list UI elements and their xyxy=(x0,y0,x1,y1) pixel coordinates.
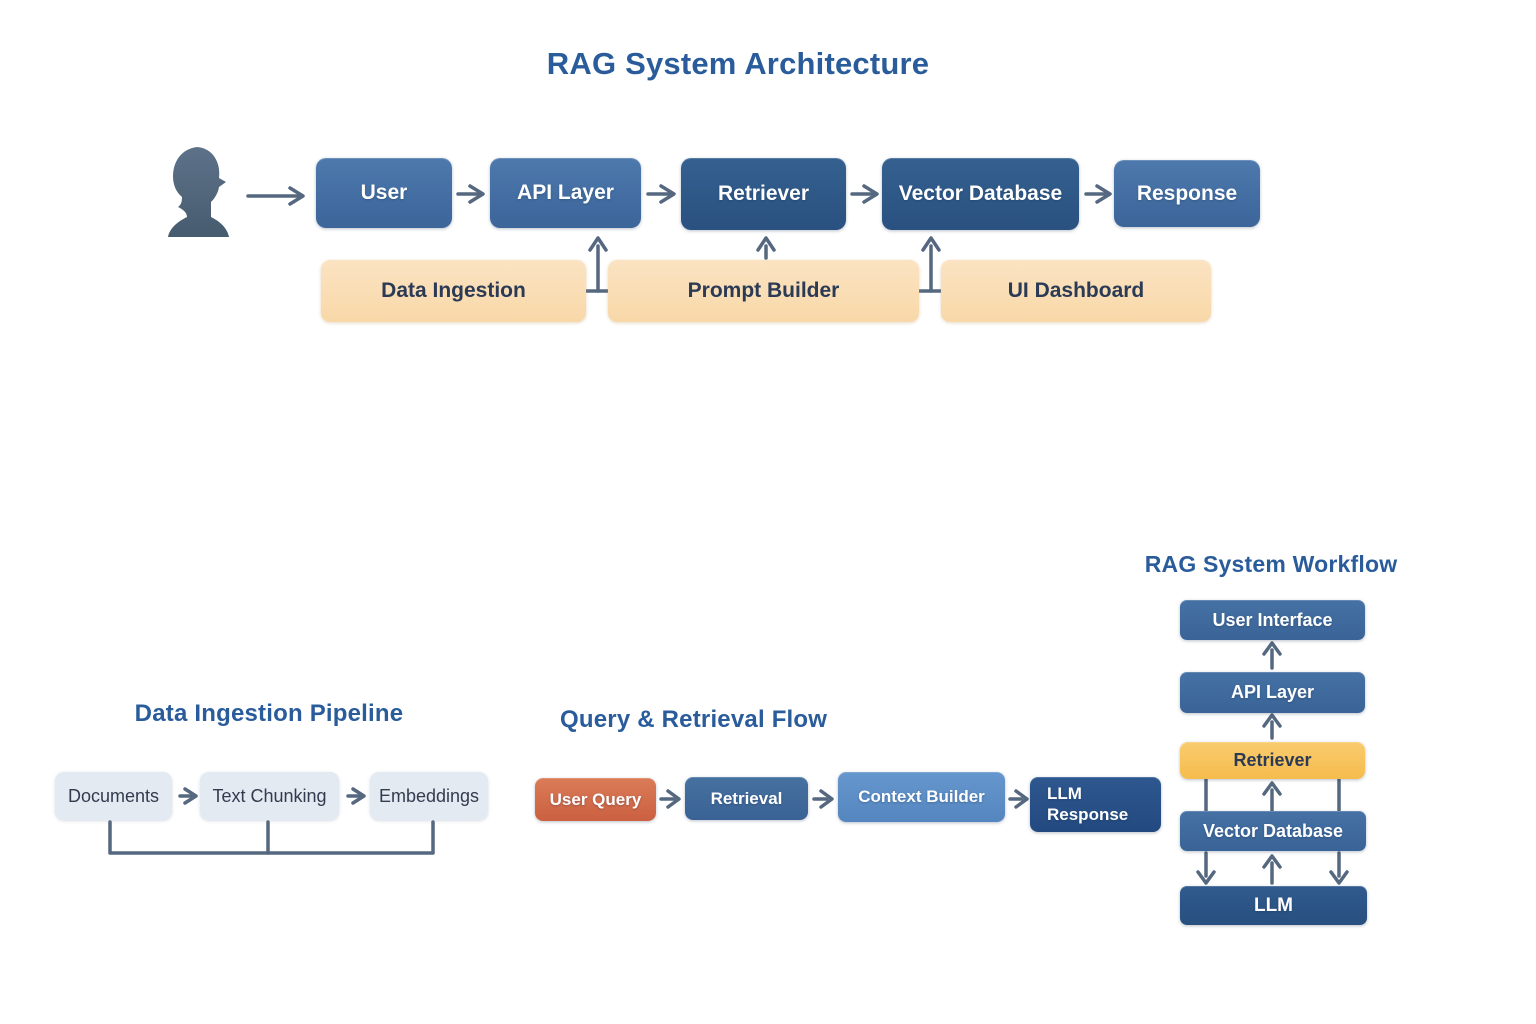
flow-node-api-layer-label: API Layer xyxy=(517,181,614,204)
flow-node-vector-database: Vector Database xyxy=(882,158,1079,230)
support-node-prompt-builder: Prompt Builder xyxy=(608,260,919,322)
pipeline-node-embeddings-label: Embeddings xyxy=(378,785,480,806)
person-silhouette-icon xyxy=(166,146,240,238)
workflow-node-vector-database: Vector Database xyxy=(1180,811,1366,851)
workflow-node-vector-database-label: Vector Database xyxy=(1202,820,1344,841)
flow-node-vector-database-label: Vector Database xyxy=(898,182,1063,205)
query-node-llm-response: LLM Response xyxy=(1030,777,1161,832)
support-node-ui-dashboard: UI Dashboard xyxy=(941,260,1211,322)
flow-node-retriever-label: Retriever xyxy=(717,182,810,205)
workflow-node-llm: LLM xyxy=(1180,886,1367,925)
support-node-ui-dashboard-label: UI Dashboard xyxy=(1007,279,1145,302)
support-node-prompt-builder-label: Prompt Builder xyxy=(687,279,840,302)
pipeline-node-documents-label: Documents xyxy=(67,785,160,806)
workflow-node-user-interface: User Interface xyxy=(1180,600,1365,640)
workflow-node-api-layer-label: API Layer xyxy=(1230,682,1315,702)
pipeline-node-documents: Documents xyxy=(55,772,172,820)
query-node-retrieval-label: Retrieval xyxy=(710,788,783,808)
workflow-node-user-interface-label: User Interface xyxy=(1212,609,1333,630)
query-node-context-builder: Context Builder xyxy=(838,772,1005,822)
flow-node-user-label: User xyxy=(360,181,408,204)
query-node-retrieval: Retrieval xyxy=(685,777,808,820)
pipeline-title: Data Ingestion Pipeline xyxy=(134,700,404,727)
pipeline-node-embeddings: Embeddings xyxy=(370,772,488,820)
flow-node-api-layer: API Layer xyxy=(490,158,641,228)
pipeline-node-text-chunking: Text Chunking xyxy=(200,772,339,820)
support-node-data-ingestion-label: Data Ingestion xyxy=(381,279,526,302)
flow-node-response-label: Response xyxy=(1136,181,1238,205)
workflow-node-llm-label: LLM xyxy=(1253,894,1294,916)
workflow-title: RAG System Workflow xyxy=(1144,551,1398,577)
query-node-llm-response-line2: Response xyxy=(1047,804,1129,824)
page-title: RAG System Architecture xyxy=(546,46,930,81)
workflow-node-api-layer: API Layer xyxy=(1180,672,1365,713)
flow-node-response: Response xyxy=(1114,160,1260,227)
flow-node-user: User xyxy=(316,158,452,228)
query-node-user-query: User Query xyxy=(535,778,656,821)
workflow-node-retriever-label: Retriever xyxy=(1233,750,1312,770)
support-node-data-ingestion: Data Ingestion xyxy=(321,260,586,322)
workflow-node-retriever: Retriever xyxy=(1180,742,1365,779)
query-flow-title: Query & Retrieval Flow xyxy=(560,706,828,733)
flow-node-retriever: Retriever xyxy=(681,158,846,230)
query-node-context-builder-label: Context Builder xyxy=(858,787,985,806)
query-node-llm-response-line1: LLM xyxy=(1047,784,1082,804)
query-node-user-query-label: User Query xyxy=(549,789,642,809)
pipeline-node-text-chunking-label: Text Chunking xyxy=(212,785,327,806)
